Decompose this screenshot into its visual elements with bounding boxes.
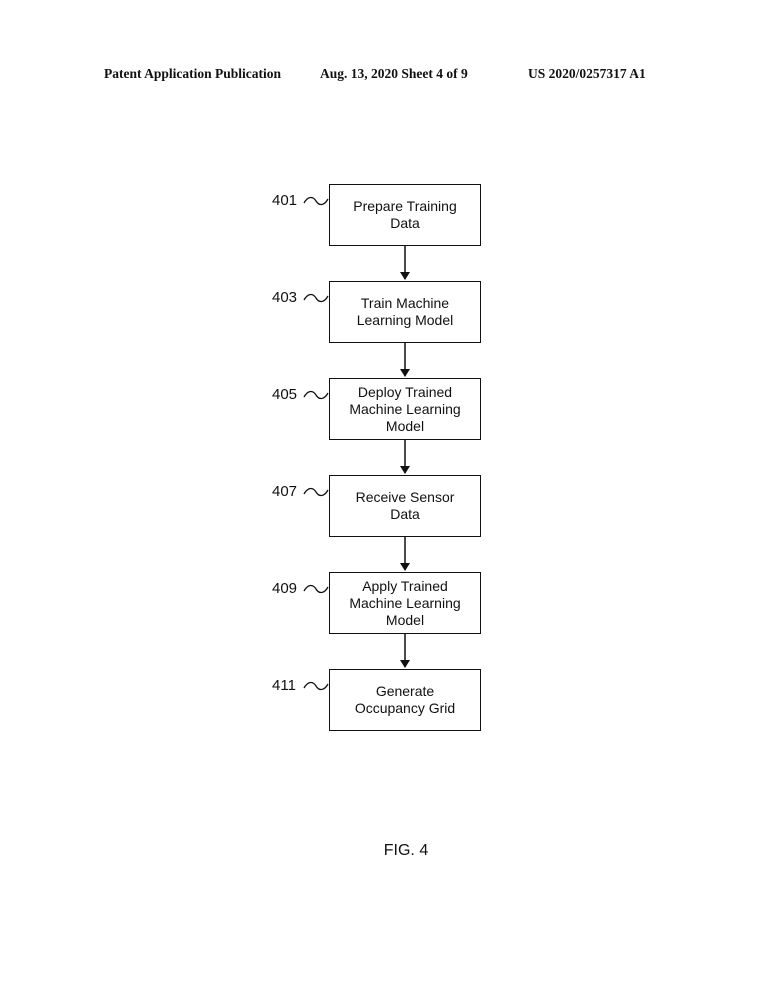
ref-numeral-405: 405 [272,386,298,403]
step-box-receive-sensor-data: Receive Sensor Data [329,475,481,537]
publication-number: US 2020/0257317 A1 [528,66,646,81]
leader-405 [303,390,329,400]
publication-title: Patent Application Publication [104,66,282,81]
leader-401 [303,196,329,206]
page-header: Patent Application Publication Aug. 13, … [0,66,768,86]
step-box-apply-model: Apply Trained Machine Learning Model [329,572,481,634]
step-box-train-model: Train Machine Learning Model [329,281,481,343]
step-box-deploy-model: Deploy Trained Machine Learning Model [329,378,481,440]
step-box-generate-occupancy-grid: Generate Occupancy Grid [329,669,481,731]
publication-date-sheet: Aug. 13, 2020 Sheet 4 of 9 [320,66,468,81]
ref-numeral-409: 409 [272,580,298,597]
leader-409 [303,584,329,594]
leader-411 [303,681,329,691]
leader-407 [303,487,329,497]
ref-numeral-401: 401 [272,192,298,209]
leader-403 [303,293,329,303]
ref-numeral-407: 407 [272,483,298,500]
step-box-prepare-training-data: Prepare Training Data [329,184,481,246]
ref-numeral-411: 411 [272,677,296,694]
ref-numeral-403: 403 [272,289,298,306]
figure-label: FIG. 4 [383,842,429,859]
